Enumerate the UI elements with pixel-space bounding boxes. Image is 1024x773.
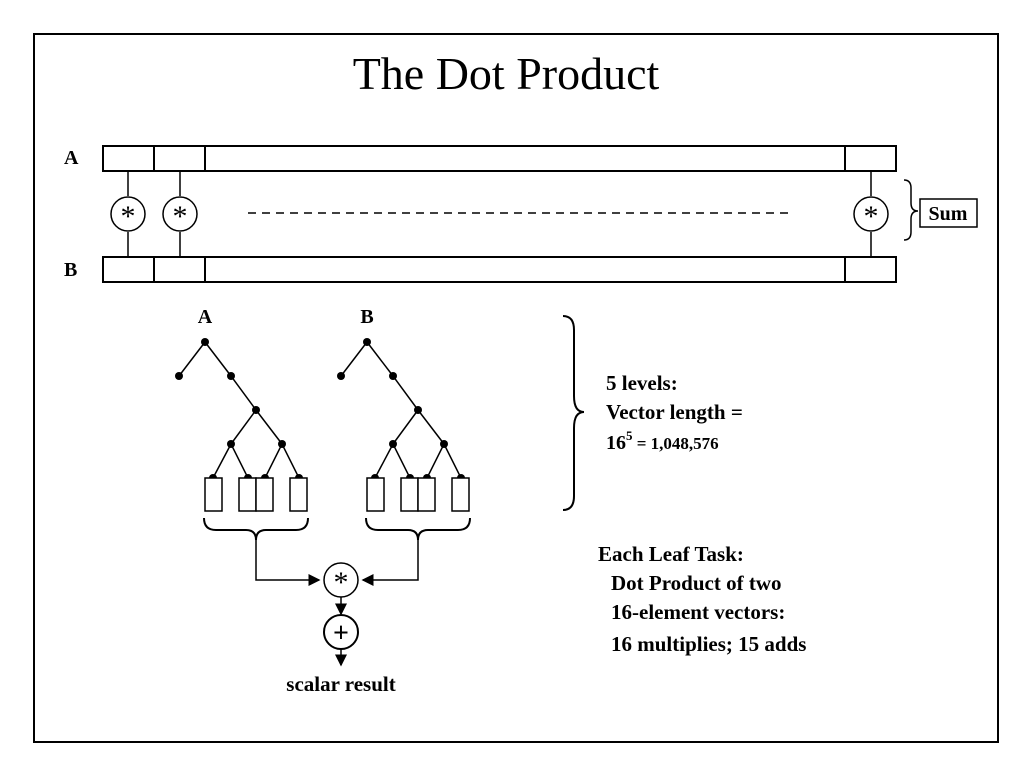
combine-multiply-symbol: * (334, 566, 349, 599)
arrow-from-tree-b (361, 540, 419, 586)
slide-title: The Dot Product (353, 48, 660, 99)
multiply-symbol-n: * (864, 200, 879, 233)
sum-brace (903, 179, 919, 241)
levels-line2: Vector length = (606, 400, 743, 424)
vector-a-label: A (64, 147, 79, 169)
multiply-node-1: * (110, 171, 146, 257)
tree-b-brace (365, 517, 471, 541)
slide-frame (33, 33, 999, 743)
multiply-node-n: * (853, 171, 889, 257)
leaf-task-line4: 16 multiplies; 15 adds (611, 632, 806, 656)
vector-a-bar (102, 145, 897, 172)
tree-b (340, 341, 462, 479)
leaf-task-line1: Each Leaf Task: (598, 542, 744, 566)
arrow-from-tree-a (255, 540, 321, 586)
multiply-node-2: * (162, 171, 198, 257)
levels-exponent: 5 (626, 428, 633, 443)
combine-multiply-node: * (323, 562, 359, 599)
sum-box (919, 198, 978, 228)
levels-note: 5 levels: Vector length = 165 = 1,048,57… (606, 371, 743, 454)
tree-b-leaves (366, 477, 470, 512)
vector-b-label: B (64, 259, 77, 281)
levels-line3: 165 = 1,048,576 (606, 428, 719, 454)
combine-add-symbol: + (333, 618, 349, 649)
multiply-symbol-1: * (121, 200, 136, 233)
tree-b-label: B (360, 306, 373, 328)
tree-a-brace (203, 517, 309, 541)
scalar-result-label: scalar result (286, 672, 395, 696)
levels-line1: 5 levels: (606, 371, 678, 395)
tree-a-leaves (204, 477, 308, 512)
multiply-symbol-2: * (173, 200, 188, 233)
levels-base: 16 (606, 432, 626, 454)
tree-a (178, 341, 300, 479)
levels-brace (562, 315, 585, 511)
sum-label: Sum (929, 203, 968, 225)
tree-a-label: A (198, 306, 213, 328)
levels-value: = 1,048,576 (633, 434, 719, 453)
vector-b-bar (102, 256, 897, 283)
combine-add-node: + (323, 614, 359, 650)
leaf-task-line2: Dot Product of two (611, 571, 782, 595)
leaf-task-note: Each Leaf Task: Dot Product of two 16-el… (598, 542, 806, 656)
leaf-task-line3: 16-element vectors: (611, 600, 785, 624)
